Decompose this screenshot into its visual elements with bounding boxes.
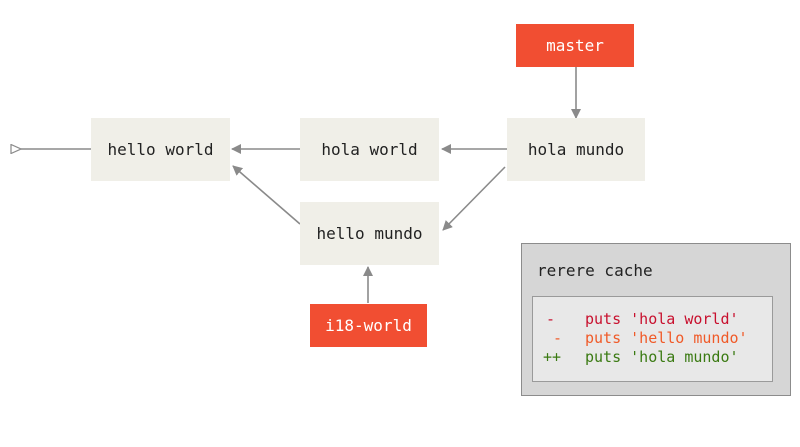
diff-text: puts 'hello mundo' bbox=[585, 329, 748, 347]
commit-label: hello world bbox=[107, 140, 214, 159]
commit-label: hello mundo bbox=[316, 224, 423, 243]
commit-hello-world: hello world bbox=[91, 118, 230, 181]
diff-line-removed: - puts 'hola world' bbox=[533, 310, 772, 329]
diff-line-ours: - puts 'hello mundo' bbox=[533, 329, 772, 348]
rerere-cache-panel: rerere cache - puts 'hola world' - puts … bbox=[521, 243, 791, 396]
commit-hello-mundo: hello mundo bbox=[300, 202, 439, 265]
branch-label: i18-world bbox=[325, 316, 412, 335]
diff-prefix: - bbox=[546, 310, 556, 328]
cache-title: rerere cache bbox=[537, 261, 653, 280]
diff-prefix: ++ bbox=[543, 348, 562, 366]
diff-text: puts 'hola mundo' bbox=[585, 348, 739, 366]
diff-line-added: ++ puts 'hola mundo' bbox=[533, 348, 772, 367]
branch-label: master bbox=[546, 36, 604, 55]
commit-label: hola world bbox=[321, 140, 418, 159]
branch-master: master bbox=[516, 24, 634, 67]
commit-hola-world: hola world bbox=[300, 118, 439, 181]
diff-text: puts 'hola world' bbox=[585, 310, 739, 328]
commit-hola-mundo: hola mundo bbox=[507, 118, 645, 181]
cache-diff-box: - puts 'hola world' - puts 'hello mundo'… bbox=[532, 296, 773, 382]
branch-i18-world: i18-world bbox=[310, 304, 427, 347]
diff-prefix: - bbox=[553, 329, 563, 347]
commit-label: hola mundo bbox=[527, 140, 625, 159]
arrow-hello-mundo-to-hello-world bbox=[232, 165, 301, 225]
arrow-hola-mundo-to-hello-mundo bbox=[442, 166, 506, 231]
